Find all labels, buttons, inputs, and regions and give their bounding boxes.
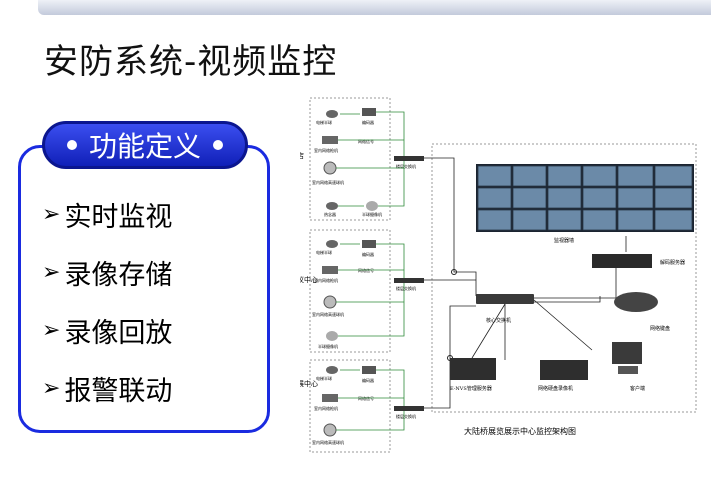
svg-text:室内网络高速球机: 室内网络高速球机: [312, 179, 344, 185]
svg-text:室内网络枪机: 室内网络枪机: [314, 277, 338, 283]
svg-text:楼层交换机: 楼层交换机: [396, 285, 416, 291]
svg-text:监视器墙: 监视器墙: [554, 237, 574, 244]
pill-left-dot-icon: [66, 140, 77, 150]
network-diagram: 酒店 会议中心 会展中心 电梯半球 编码器 室内网络枪机 网络信号 室内网络高速…: [300, 97, 697, 453]
svg-text:电梯半球: 电梯半球: [316, 375, 332, 381]
dome-camera-icon: [326, 366, 338, 374]
svg-text:网络硬盘录像机: 网络硬盘录像机: [538, 385, 573, 392]
network-keyboard-icon: [614, 292, 658, 312]
svg-text:热念器: 热念器: [324, 211, 336, 217]
arrow-bullet-icon: ➢: [42, 259, 61, 285]
feature-pill: 功能定义: [42, 121, 248, 169]
svg-text:室内网络高速球机: 室内网络高速球机: [312, 311, 344, 317]
dome-camera-icon: [326, 110, 338, 118]
arrow-bullet-icon: ➢: [42, 317, 61, 343]
feature-list: ➢实时监视 ➢录像存储 ➢录像回放 ➢报警联动: [42, 185, 172, 417]
feature-item: ➢录像存储: [42, 259, 173, 291]
encoder-icon: [362, 240, 376, 248]
floor-switch-icon: [394, 278, 424, 283]
arrow-bullet-icon: ➢: [42, 375, 61, 401]
group-label: 会议中心: [300, 275, 318, 284]
floor-switch-icon: [394, 406, 424, 411]
core-switch-icon: [476, 294, 534, 304]
svg-text:客户端: 客户端: [630, 385, 645, 392]
feature-item: ➢报警联动: [42, 375, 173, 407]
dome-camera-icon: [326, 202, 338, 210]
diagram-caption: 大陆桥展览展示中心监控架构图: [464, 426, 576, 436]
center-box: [431, 143, 697, 413]
group-label: 会展中心: [300, 379, 318, 388]
svg-text:楼层交换机: 楼层交换机: [396, 413, 416, 419]
speed-dome-icon: [323, 161, 337, 175]
dome-camera-icon: [326, 240, 338, 248]
svg-text:室内网络枪机: 室内网络枪机: [314, 147, 338, 153]
svg-text:室内网络高速球机: 室内网络高速球机: [312, 439, 344, 445]
svg-text:网络键盘: 网络键盘: [650, 325, 670, 332]
slide-title: 安防系统-视频监控: [44, 42, 338, 82]
pill-label: 功能定义: [88, 130, 201, 163]
bullet-camera-icon: [322, 266, 338, 274]
svg-text:电梯半球: 电梯半球: [316, 119, 332, 125]
svg-text:楼层交换机: 楼层交换机: [396, 163, 416, 169]
speed-dome-icon: [323, 423, 337, 437]
svg-text:半球摄像机: 半球摄像机: [362, 211, 382, 217]
svg-text:编码器: 编码器: [362, 119, 374, 125]
decoder-server-icon: [592, 254, 652, 268]
feature-panel: [18, 145, 270, 433]
arrow-bullet-icon: ➢: [42, 201, 61, 227]
client-monitor-icon: [612, 342, 642, 364]
nvs-server-icon: [450, 358, 496, 380]
encoder-icon: [362, 108, 376, 116]
pill-right-dot-icon: [213, 140, 223, 150]
group-label: 酒店: [300, 151, 304, 160]
svg-text:电梯半球: 电梯半球: [316, 249, 332, 255]
bullet-camera-icon: [322, 136, 338, 144]
dome-camera-icon: [366, 201, 378, 211]
nvr-recorder-icon: [540, 360, 588, 380]
link-node-icon: [451, 269, 457, 275]
svg-text:E-NVS管理服务器: E-NVS管理服务器: [450, 385, 492, 392]
svg-text:网络信号: 网络信号: [358, 138, 374, 144]
svg-text:半球摄像机: 半球摄像机: [318, 343, 338, 349]
svg-text:编码器: 编码器: [362, 251, 374, 257]
feature-item: ➢录像回放: [42, 317, 173, 349]
floor-switch-icon: [394, 156, 424, 161]
group-box-conference: [309, 229, 391, 353]
group-box-expo: [309, 359, 391, 453]
svg-text:室内网络枪机: 室内网络枪机: [314, 405, 338, 411]
dome-camera-icon: [326, 331, 338, 341]
svg-text:解码服务器: 解码服务器: [660, 259, 685, 266]
top-banner: [38, 0, 711, 15]
client-pc-icon: [618, 366, 638, 374]
group-box-hotel: [309, 97, 391, 221]
encoder-icon: [362, 366, 376, 374]
feature-item: ➢实时监视: [42, 201, 173, 233]
svg-text:编码器: 编码器: [362, 377, 374, 383]
speed-dome-icon: [323, 295, 337, 309]
svg-text:核心交换机: 核心交换机: [486, 317, 511, 324]
bullet-camera-icon: [322, 394, 338, 402]
